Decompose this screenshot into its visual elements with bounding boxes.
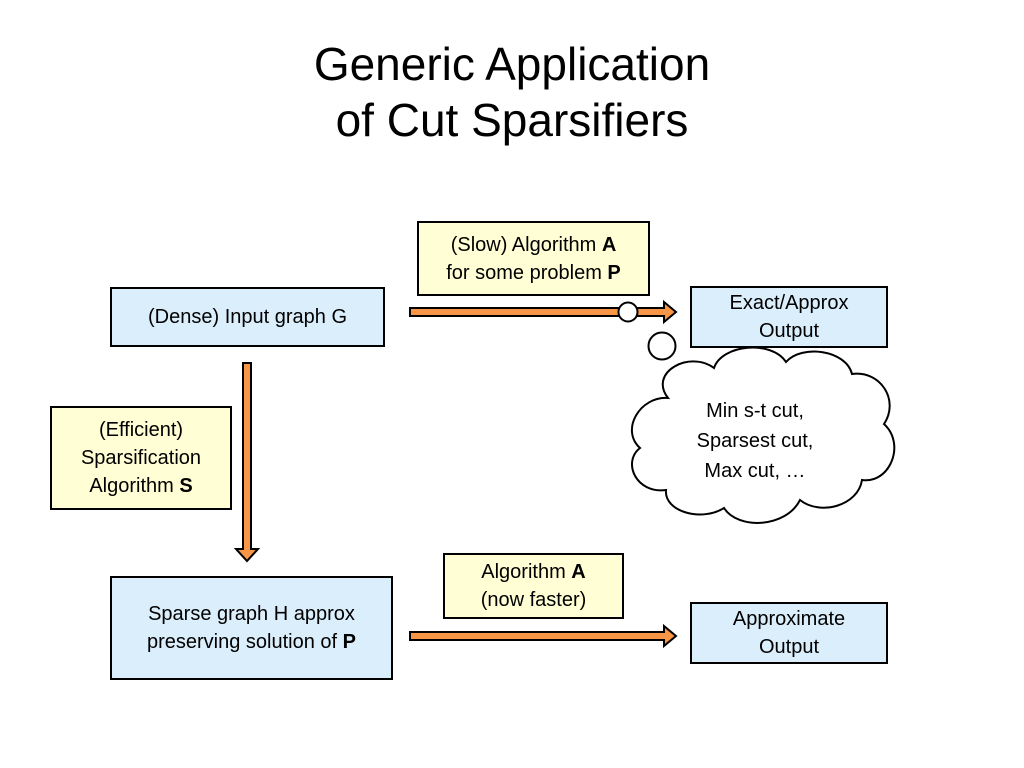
- title-line-1: Generic Application: [313, 38, 711, 90]
- sparsification-line-1: (Efficient): [98, 419, 184, 441]
- approx-output-line-2: Output: [758, 636, 820, 658]
- cloud-line-1: Min s-t cut,: [706, 400, 804, 422]
- sparse-graph-box: Sparse graph H approx preserving solutio…: [110, 576, 393, 680]
- approx-output-box: Approximate Output: [690, 602, 888, 664]
- cloud-problem-list: Min s-t cut, Sparsest cut, Max cut, …: [655, 396, 855, 486]
- exact-output-line-2: Output: [758, 320, 820, 342]
- sparsification-line-2: Sparsification: [80, 447, 202, 469]
- exact-output-box: Exact/Approx Output: [690, 286, 888, 348]
- slow-algorithm-line-2: for some problem P: [446, 261, 621, 284]
- arrow-sparse-to-approx: [409, 623, 678, 649]
- sparsification-line-3: Algorithm S: [89, 475, 193, 497]
- approx-output-line-1: Approximate: [732, 608, 846, 630]
- exact-output-line-1: Exact/Approx: [729, 292, 849, 314]
- page-title: Generic Application of Cut Sparsifiers: [0, 36, 1024, 148]
- thought-bubble-medium: [617, 301, 639, 323]
- sparse-graph-line-2: preserving solution of P: [146, 631, 356, 653]
- sparsification-box: (Efficient) Sparsification Algorithm S: [50, 406, 232, 510]
- sparse-graph-line-1: Sparse graph H approx: [148, 603, 355, 625]
- input-graph-label: (Dense) Input graph G: [148, 306, 347, 328]
- arrow-input-to-exact: [409, 299, 678, 325]
- fast-algorithm-box: Algorithm A (now faster): [443, 553, 624, 619]
- fast-algorithm-line-2: (now faster): [480, 589, 587, 611]
- cloud-line-2: Sparsest cut,: [696, 430, 814, 452]
- fast-algorithm-line-1: Algorithm A: [481, 561, 586, 583]
- arrow-input-to-sparse: [233, 362, 261, 563]
- slow-algorithm-line-1: (Slow) Algorithm A: [450, 233, 617, 256]
- thought-bubble-large: [647, 331, 677, 361]
- slow-algorithm-box: (Slow) Algorithm A for some problem P: [417, 221, 650, 296]
- input-graph-box: (Dense) Input graph G: [110, 287, 385, 347]
- cloud-line-3: Max cut, …: [704, 460, 806, 482]
- title-line-2: of Cut Sparsifiers: [335, 94, 689, 146]
